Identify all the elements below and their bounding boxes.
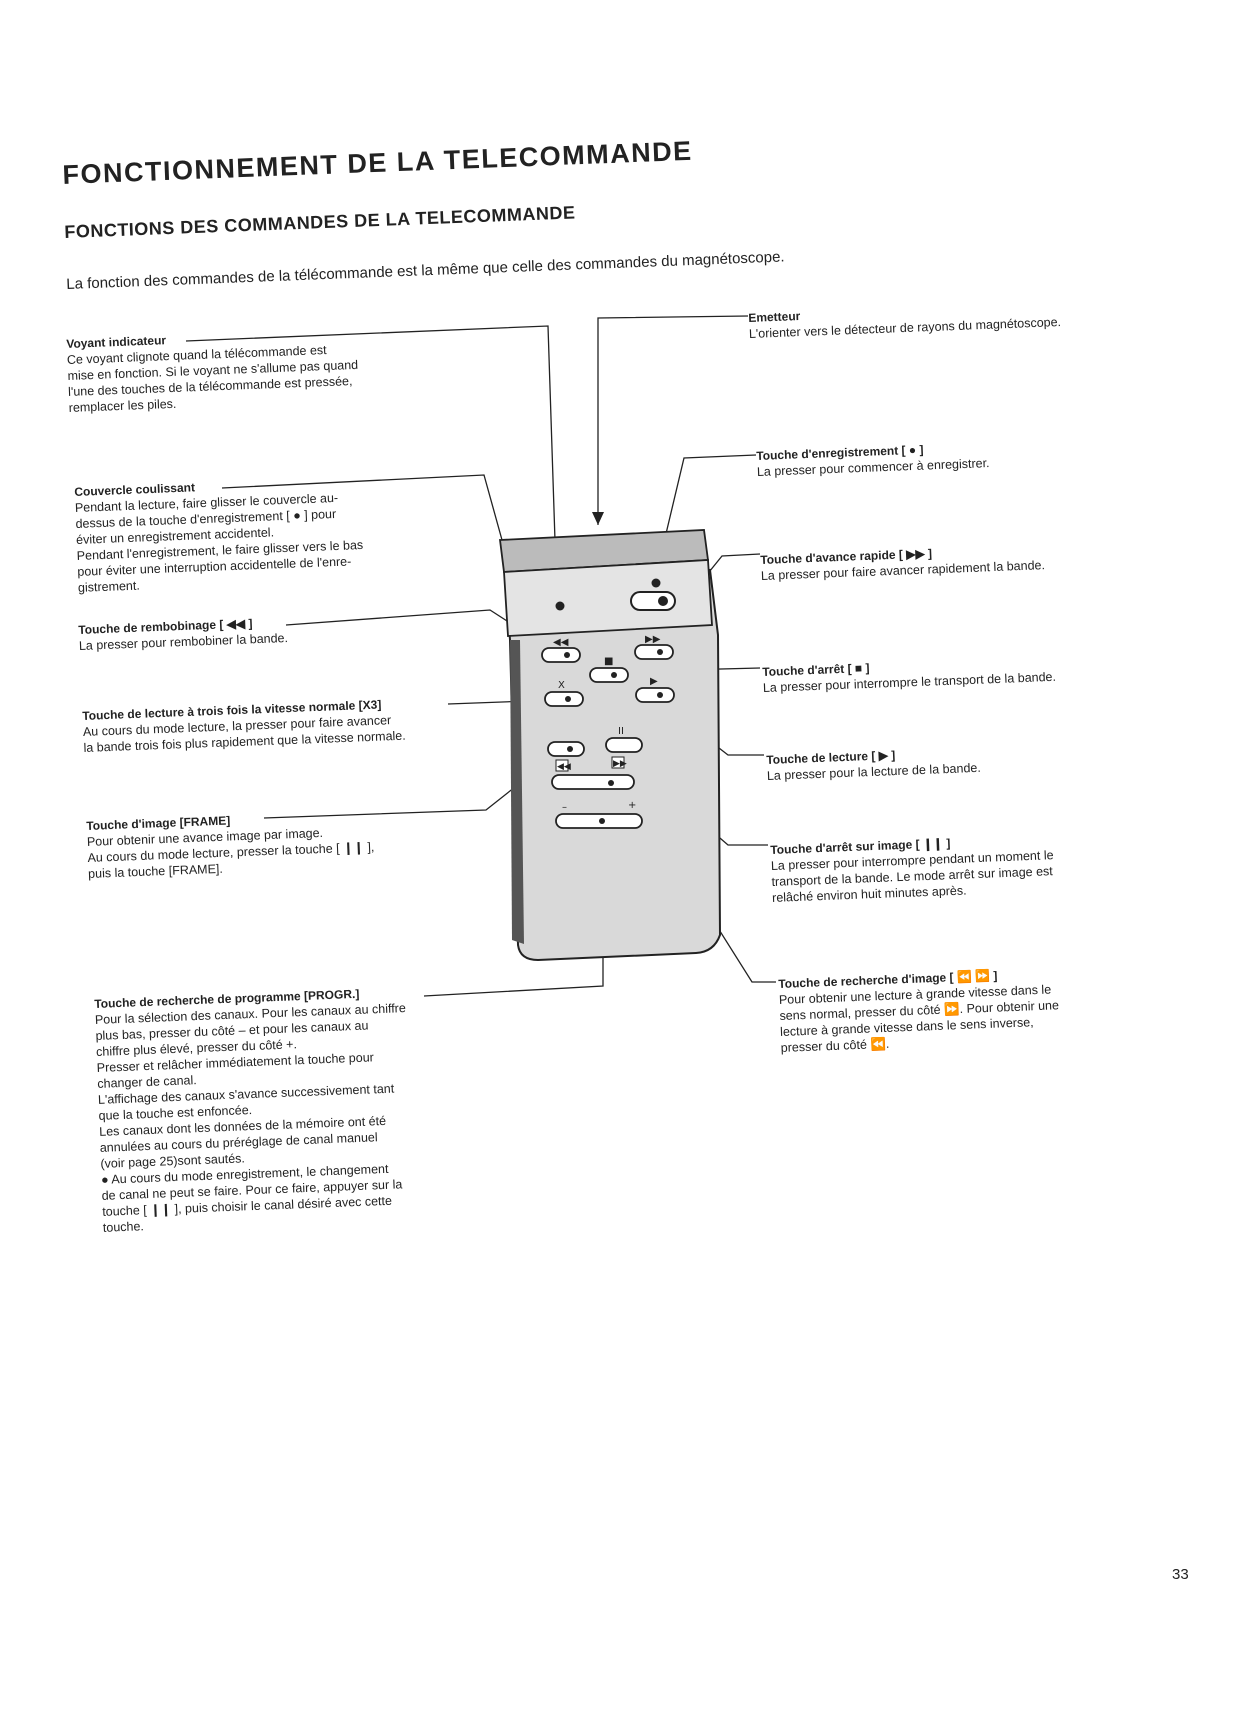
leader-emetteur <box>597 315 749 525</box>
x3-button <box>544 691 584 707</box>
rew-button <box>541 647 581 663</box>
rew-symbol: ◀◀ <box>553 637 569 648</box>
callout-progr: Touche de recherche de programme [PROGR.… <box>94 980 523 1236</box>
minus-symbol: – <box>562 802 567 813</box>
callout-recherche-image: Touche de recherche d'image [ ⏪ ⏩ ] Pour… <box>778 961 1181 1056</box>
leader-couvercle <box>221 474 508 559</box>
stop-symbol: ■ <box>604 656 613 667</box>
callout-desc: Pour la sélection des canaux. Pour les c… <box>94 1001 407 1235</box>
record-button <box>630 591 676 611</box>
callout-couvercle: Couvercle coulissant Pendant la lecture,… <box>74 469 478 596</box>
stop-button <box>589 667 629 683</box>
callout-desc: Pendant la lecture, faire glisser le cou… <box>74 490 364 595</box>
frame-button <box>547 741 585 757</box>
play-symbol: ▶ <box>650 676 658 687</box>
ff-symbol: ▶▶ <box>645 634 661 645</box>
callout-voyant: Voyant indicateur Ce voyant clignote qua… <box>66 321 469 416</box>
play-button <box>635 687 675 703</box>
indicator-led <box>555 601 565 611</box>
plus-symbol: + <box>628 800 636 811</box>
x3-symbol: X <box>558 680 565 691</box>
pause-symbol: II <box>618 726 624 737</box>
search-fwd-symbol: ▶▶ <box>613 759 627 769</box>
leader-voyant <box>185 325 558 603</box>
search-button <box>551 774 635 790</box>
page-number: 33 <box>1172 1566 1189 1583</box>
ff-button <box>634 644 674 660</box>
record-dot <box>651 578 661 588</box>
pause-button <box>605 737 643 753</box>
search-rev-symbol: ◀◀ <box>557 762 571 772</box>
